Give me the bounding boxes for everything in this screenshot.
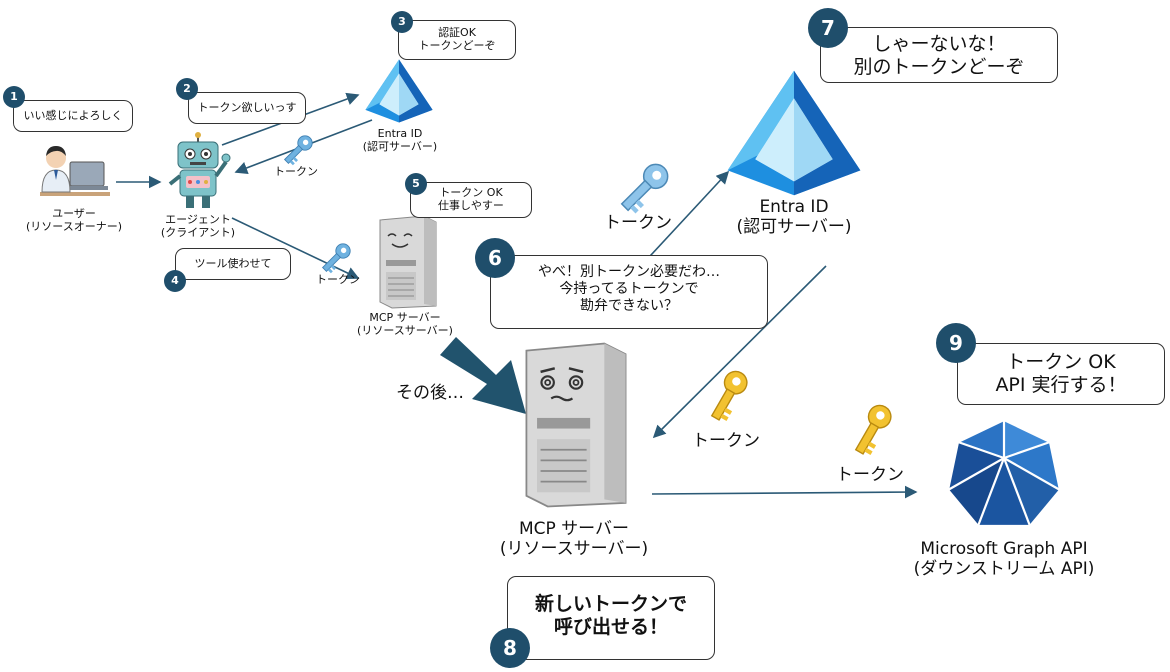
agent-to-mcp-arrow	[231, 217, 360, 279]
entra-to-mcp-arrow	[652, 265, 827, 439]
key-gold-icon-1	[710, 370, 748, 421]
graph-label: Microsoft Graph API(ダウンストリーム API)	[913, 539, 1095, 579]
step-2-bubble: トークン欲しいっす	[188, 92, 306, 124]
key-blue-large-icon	[620, 163, 669, 214]
mcp-server-small-illustration	[379, 215, 437, 309]
agent-label: エージェント(クライアント)	[160, 213, 236, 239]
entra-small-label: Entra ID(認可サーバー)	[362, 127, 438, 153]
step-4-bubble: ツール使わせて	[175, 248, 291, 280]
step-7-badge: 7	[808, 8, 848, 48]
token-label-5: トークン	[836, 465, 904, 485]
entra-id-large-logo	[727, 70, 861, 196]
key-blue-small-icon	[283, 135, 313, 166]
step-2-text: トークン欲しいっす	[197, 101, 297, 114]
token-label-1: トークン	[274, 165, 318, 178]
token-label-2: トークン	[316, 273, 360, 286]
step-7-text: しゃーないな！別のトークンどーぞ	[853, 33, 1025, 78]
afterwards-label: その後…	[396, 383, 464, 403]
step-4-badge: 4	[164, 270, 186, 292]
entra-id-small-logo	[365, 59, 433, 123]
token-label-3: トークン	[604, 213, 672, 233]
key-blue-small-icon-2	[321, 243, 351, 274]
user-illustration	[40, 146, 110, 196]
step-2-badge: 2	[176, 78, 198, 100]
step-1-bubble: いい感じによろしく	[13, 100, 133, 132]
mcp-server-large-illustration	[525, 342, 627, 508]
step-1-text: いい感じによろしく	[23, 109, 123, 122]
step-6-bubble: やべ！別トークン必要だわ…今持ってるトークンで勘弁できない？	[490, 255, 768, 329]
mcp-to-graph-arrow	[651, 485, 918, 499]
step-9-badge: 9	[936, 323, 976, 363]
step-6-badge: 6	[475, 238, 515, 278]
mcp-large-label: MCP サーバー(リソースサーバー)	[499, 519, 649, 559]
microsoft-graph-logo	[946, 418, 1062, 528]
entra-large-label: Entra ID(認可サーバー)	[736, 197, 852, 237]
step-8-badge: 8	[490, 628, 530, 668]
step-3-badge: 3	[391, 11, 413, 33]
step-7-bubble: しゃーないな！別のトークンどーぞ	[820, 27, 1058, 83]
afterwards-big-arrow	[440, 337, 526, 414]
step-6-text: やべ！別トークン必要だわ…今持ってるトークンで勘弁できない？	[538, 264, 720, 314]
step-5-badge: 5	[405, 173, 427, 195]
step-1-badge: 1	[3, 86, 25, 108]
user-label: ユーザー(リソースオーナー)	[25, 207, 123, 233]
agent-robot-illustration	[168, 132, 231, 208]
token-label-4: トークン	[692, 431, 760, 451]
step-4-text: ツール使わせて	[194, 257, 272, 270]
key-gold-icon-2	[854, 404, 892, 455]
mcp-small-label: MCP サーバー(リソースサーバー)	[357, 311, 453, 337]
step-8-text: 新しいトークンで呼び出せる！	[534, 593, 687, 638]
step-8-bubble: 新しいトークンで呼び出せる！	[507, 576, 715, 660]
